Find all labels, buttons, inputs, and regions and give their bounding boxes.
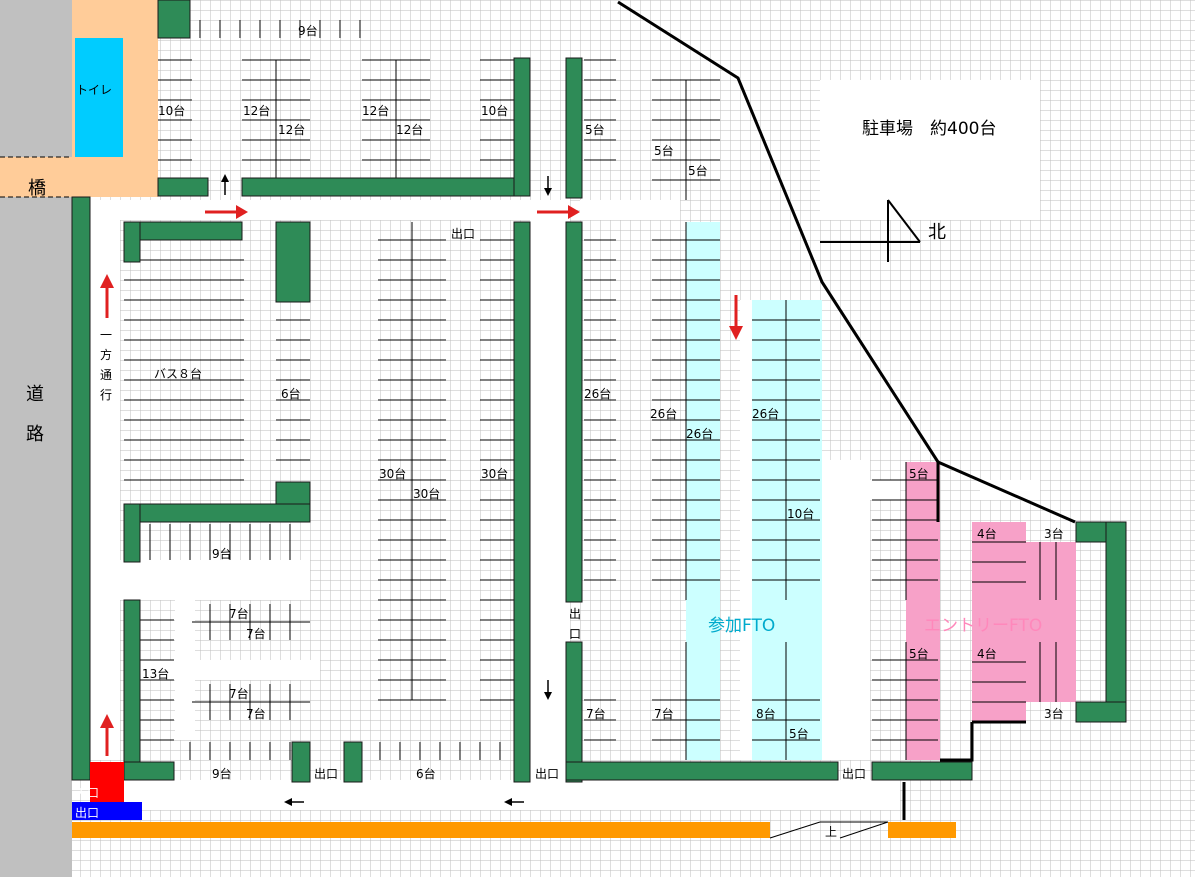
- capacity-label: 10台: [481, 103, 508, 118]
- parking-title: 駐車場 約400台: [862, 119, 996, 139]
- capacity-label: 26台: [752, 406, 779, 421]
- capacity-label: 5台: [688, 163, 708, 178]
- capacity-label: 7台: [229, 686, 249, 701]
- capacity-label: 7台: [229, 606, 249, 621]
- exit-label-bottom-3: 出口: [842, 767, 866, 781]
- up-label: 上: [825, 825, 837, 839]
- north-label: 北: [928, 222, 946, 243]
- road-label-2: 路: [26, 424, 44, 445]
- capacity-label: 9台: [212, 546, 232, 561]
- capacity-label: 5台: [789, 726, 809, 741]
- capacity-label: 3台: [1044, 706, 1064, 721]
- one-way-label-2: 方: [100, 347, 112, 362]
- capacity-label: 9台: [298, 23, 318, 38]
- one-way-label-4: 行: [100, 388, 112, 402]
- capacity-label: 12台: [362, 103, 389, 118]
- capacity-label: 4台: [977, 526, 997, 541]
- capacity-label: 30台: [413, 486, 440, 501]
- bridge-area: [0, 157, 72, 197]
- one-way-label-1: 一: [100, 328, 112, 342]
- capacity-label: 7台: [586, 706, 606, 721]
- road: [0, 0, 72, 877]
- site-boundary: [617, 0, 1076, 820]
- capacity-label: 7台: [654, 706, 674, 721]
- toilet: [75, 38, 123, 157]
- exit-label-vertical-1: 出: [569, 607, 581, 621]
- capacity-label: 10台: [787, 506, 814, 521]
- barrier-right: [888, 822, 956, 838]
- capacity-label: 7台: [246, 706, 266, 721]
- capacity-label: 12台: [396, 122, 423, 137]
- capacity-label: 12台: [243, 103, 270, 118]
- arrow-right-1-icon: [205, 205, 248, 219]
- capacity-label: 3台: [1044, 526, 1064, 541]
- capacity-label: 10台: [158, 103, 185, 118]
- arrow-right-2-icon: [537, 205, 580, 219]
- arrow-up-2-icon: [100, 714, 114, 756]
- white-areas: [90, 80, 1040, 810]
- arrow-down-icon: [729, 295, 743, 340]
- capacity-label: 12台: [278, 122, 305, 137]
- one-way-label-3: 通: [100, 368, 112, 382]
- capacity-label: 8台: [756, 706, 776, 721]
- capacity-label: 5台: [909, 466, 929, 481]
- exit-label-bottom-1: 出口: [314, 767, 338, 781]
- capacity-label: 26台: [584, 386, 611, 401]
- small-arrows: [221, 174, 552, 806]
- arrow-up-1-icon: [100, 274, 114, 318]
- road-label-1: 道: [26, 384, 44, 405]
- capacity-label: 13台: [142, 666, 169, 681]
- capacity-label: 5台: [909, 646, 929, 661]
- small-arrow-down-2-icon: [544, 680, 552, 700]
- exit-label-top: 出口: [451, 227, 475, 241]
- north-marker: [820, 199, 921, 262]
- capacity-label: 6台: [416, 766, 436, 781]
- capacity-label: 26台: [650, 406, 677, 421]
- ramp: [769, 821, 889, 839]
- exit-label-vertical-2: 口: [569, 627, 581, 641]
- entry-fto-zone: [906, 462, 1076, 760]
- small-arrow-down-1-icon: [544, 176, 552, 196]
- exit-label-bottom-2: 出口: [535, 767, 559, 781]
- toilet-label: トイレ: [76, 83, 112, 97]
- capacity-label: 7台: [246, 626, 266, 641]
- parking-stalls: [124, 20, 1057, 760]
- exit-block: [72, 802, 142, 820]
- capacity-label: 5台: [654, 143, 674, 158]
- participant-fto-zone: [686, 222, 822, 760]
- entry-fto-label: エントリーFTO: [924, 616, 1042, 636]
- capacity-label: 30台: [481, 466, 508, 481]
- capacity-label: 30台: [379, 466, 406, 481]
- walls: [71, 0, 1127, 783]
- capacity-label: 26台: [686, 426, 713, 441]
- bridge-label: 橋: [28, 178, 46, 199]
- small-arrow-up-icon: [221, 174, 229, 195]
- participant-fto-label: 参加FTO: [708, 616, 775, 636]
- capacity-label: 9台: [212, 766, 232, 781]
- barrier-left: [72, 822, 770, 838]
- small-arrow-left-1-icon: [284, 798, 304, 806]
- small-arrow-left-2-icon: [504, 798, 524, 806]
- entrance-label: 入口: [75, 786, 99, 800]
- entrance-block: [90, 762, 124, 802]
- traffic-arrows: [100, 205, 743, 756]
- text-labels: トイレ 橋 道 路 一 方 通 行 バス８台 駐車場 約400台 北 入口 出口…: [26, 23, 1064, 839]
- capacity-label: 5台: [585, 122, 605, 137]
- capacity-label: 6台: [281, 386, 301, 401]
- exit-label: 出口: [75, 806, 99, 820]
- capacity-label: 4台: [977, 646, 997, 661]
- bus-label: バス８台: [154, 366, 202, 381]
